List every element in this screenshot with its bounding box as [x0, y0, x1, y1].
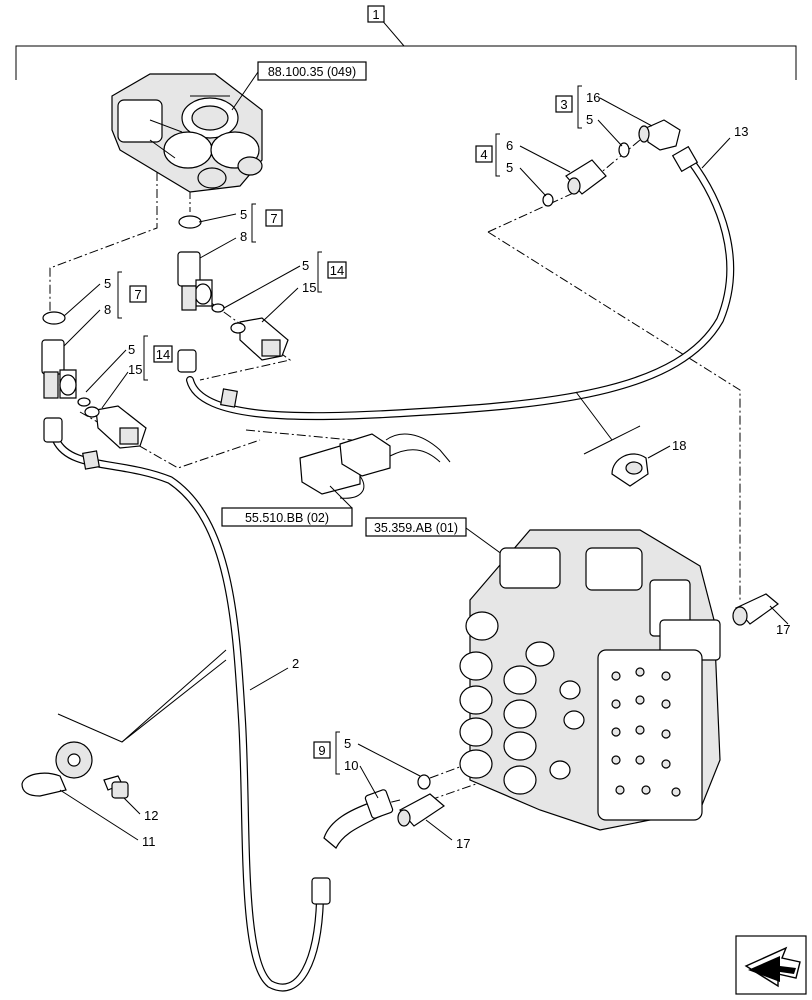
- callout-2: 2: [292, 656, 299, 671]
- callout-15-kit14-left: 15: [128, 362, 142, 377]
- electrical-connector: [299, 433, 451, 499]
- kit-7-upper-label: 7: [270, 211, 277, 226]
- callout-15-kit14-upper: 15: [302, 280, 316, 295]
- callout-11: 11: [142, 834, 156, 849]
- group-bracket: 1: [15, 5, 797, 80]
- kit-14-upper: 5 15 14: [223, 251, 347, 323]
- upper-pressure-sensor: [230, 317, 289, 361]
- straight-adapter: [542, 159, 607, 207]
- kit-4: 4 6 5: [475, 133, 571, 197]
- kit-4-label: 4: [480, 147, 487, 162]
- valve-ports: [611, 667, 681, 797]
- callout-13-group: 13: [701, 124, 748, 169]
- kit-9-label: 9: [318, 743, 325, 758]
- plug-17-right: 17: [732, 593, 790, 637]
- control-valve-block: [459, 529, 721, 831]
- callout-5-kit14-left: 5: [128, 342, 135, 357]
- reference-solenoid-valve[interactable]: 88.100.35 (049): [231, 61, 367, 111]
- kit-7-upper: 5 8 7: [198, 203, 283, 259]
- kit-9: 9 5 10: [313, 731, 421, 799]
- callout-5-kit14-upper: 5: [302, 258, 309, 273]
- callout-5-kit9: 5: [344, 736, 351, 751]
- kit-14-upper-label: 14: [330, 263, 344, 278]
- group-label: 1: [372, 7, 379, 22]
- callout-18: 18: [672, 438, 686, 453]
- elbow-fitting: [618, 119, 681, 158]
- reference-control-valve[interactable]: 35.359.AB (01): [365, 517, 511, 561]
- plug-17-bottom: 17: [397, 793, 470, 851]
- callout-17-bottom: 17: [456, 836, 470, 851]
- bolt-12: 12: [103, 775, 158, 823]
- callout-6: 6: [506, 138, 513, 153]
- callout-12: 12: [144, 808, 158, 823]
- kit-7-left-label: 7: [134, 287, 141, 302]
- kit-3-label: 3: [560, 97, 567, 112]
- next-page-arrow-icon[interactable]: [735, 935, 807, 995]
- upper-tee-fitting: [177, 215, 225, 313]
- callout-5-kit4: 5: [506, 160, 513, 175]
- lower-elbow-fitting: [323, 774, 431, 849]
- callout-10: 10: [344, 758, 358, 773]
- solenoid-valve-assembly: [111, 73, 263, 193]
- callout-5-kit3: 5: [586, 112, 593, 127]
- kit-7-left: 5 8 7: [63, 271, 147, 347]
- reference-connector[interactable]: 55.510.BB (02): [221, 485, 353, 527]
- callout-2-group: 2: [57, 649, 299, 743]
- reference-solenoid-label: 88.100.35 (049): [268, 65, 356, 79]
- callout-5-kit7-left: 5: [104, 276, 111, 291]
- callout-17-right: 17: [776, 622, 790, 637]
- callout-13: 13: [734, 124, 748, 139]
- callout-16: 16: [586, 90, 600, 105]
- callout-8-kit7-upper: 8: [240, 229, 247, 244]
- callout-5-kit7-upper: 5: [240, 207, 247, 222]
- left-tee-fitting: [41, 311, 91, 407]
- reference-control-valve-label: 35.359.AB (01): [374, 521, 458, 535]
- kit-14-left-label: 14: [156, 347, 170, 362]
- hose-13: [177, 145, 735, 421]
- valve-spools: [459, 611, 585, 795]
- hose-clamp-18: 18: [575, 391, 686, 487]
- kit-14-left: 5 15 14: [85, 335, 173, 409]
- callout-8-kit7-left: 8: [104, 302, 111, 317]
- reference-connector-label: 55.510.BB (02): [245, 511, 329, 525]
- left-pressure-sensor: [84, 405, 147, 449]
- hose-2: [43, 417, 331, 992]
- clamp-11: 11: [21, 741, 156, 849]
- kit-3: 3 16 5: [555, 85, 653, 147]
